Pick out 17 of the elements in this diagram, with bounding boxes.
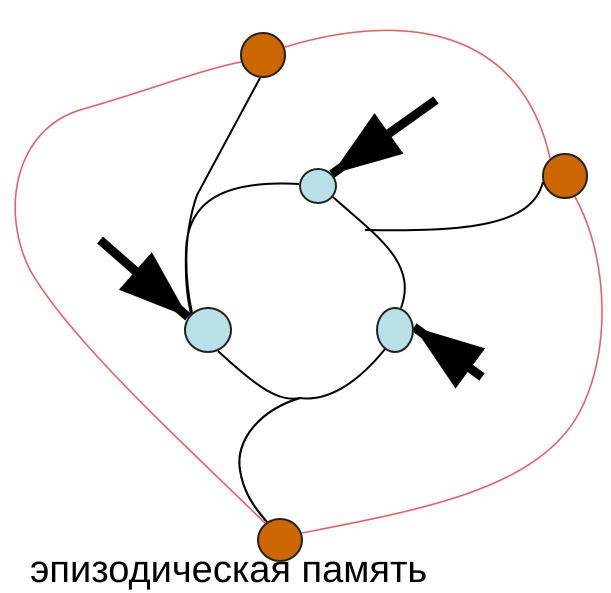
outer-node-circle xyxy=(257,518,303,562)
connector-line xyxy=(184,182,300,314)
outline-curve xyxy=(14,61,266,524)
pointer-arrow xyxy=(97,236,191,320)
connector-line xyxy=(185,78,261,314)
caption: эпизодическая память xyxy=(30,548,428,592)
outline-curve xyxy=(302,196,603,534)
pointer-arrow xyxy=(329,96,439,178)
outer-node-circle xyxy=(240,32,286,78)
connector-line xyxy=(238,348,386,523)
inner-node-circle xyxy=(299,168,337,204)
connector-line xyxy=(364,182,544,232)
outer-node-circle xyxy=(542,153,588,199)
inner-node-circle xyxy=(184,307,232,353)
connector-line xyxy=(332,196,406,308)
outline-curve xyxy=(284,30,551,158)
inner-node-circle xyxy=(376,307,414,353)
